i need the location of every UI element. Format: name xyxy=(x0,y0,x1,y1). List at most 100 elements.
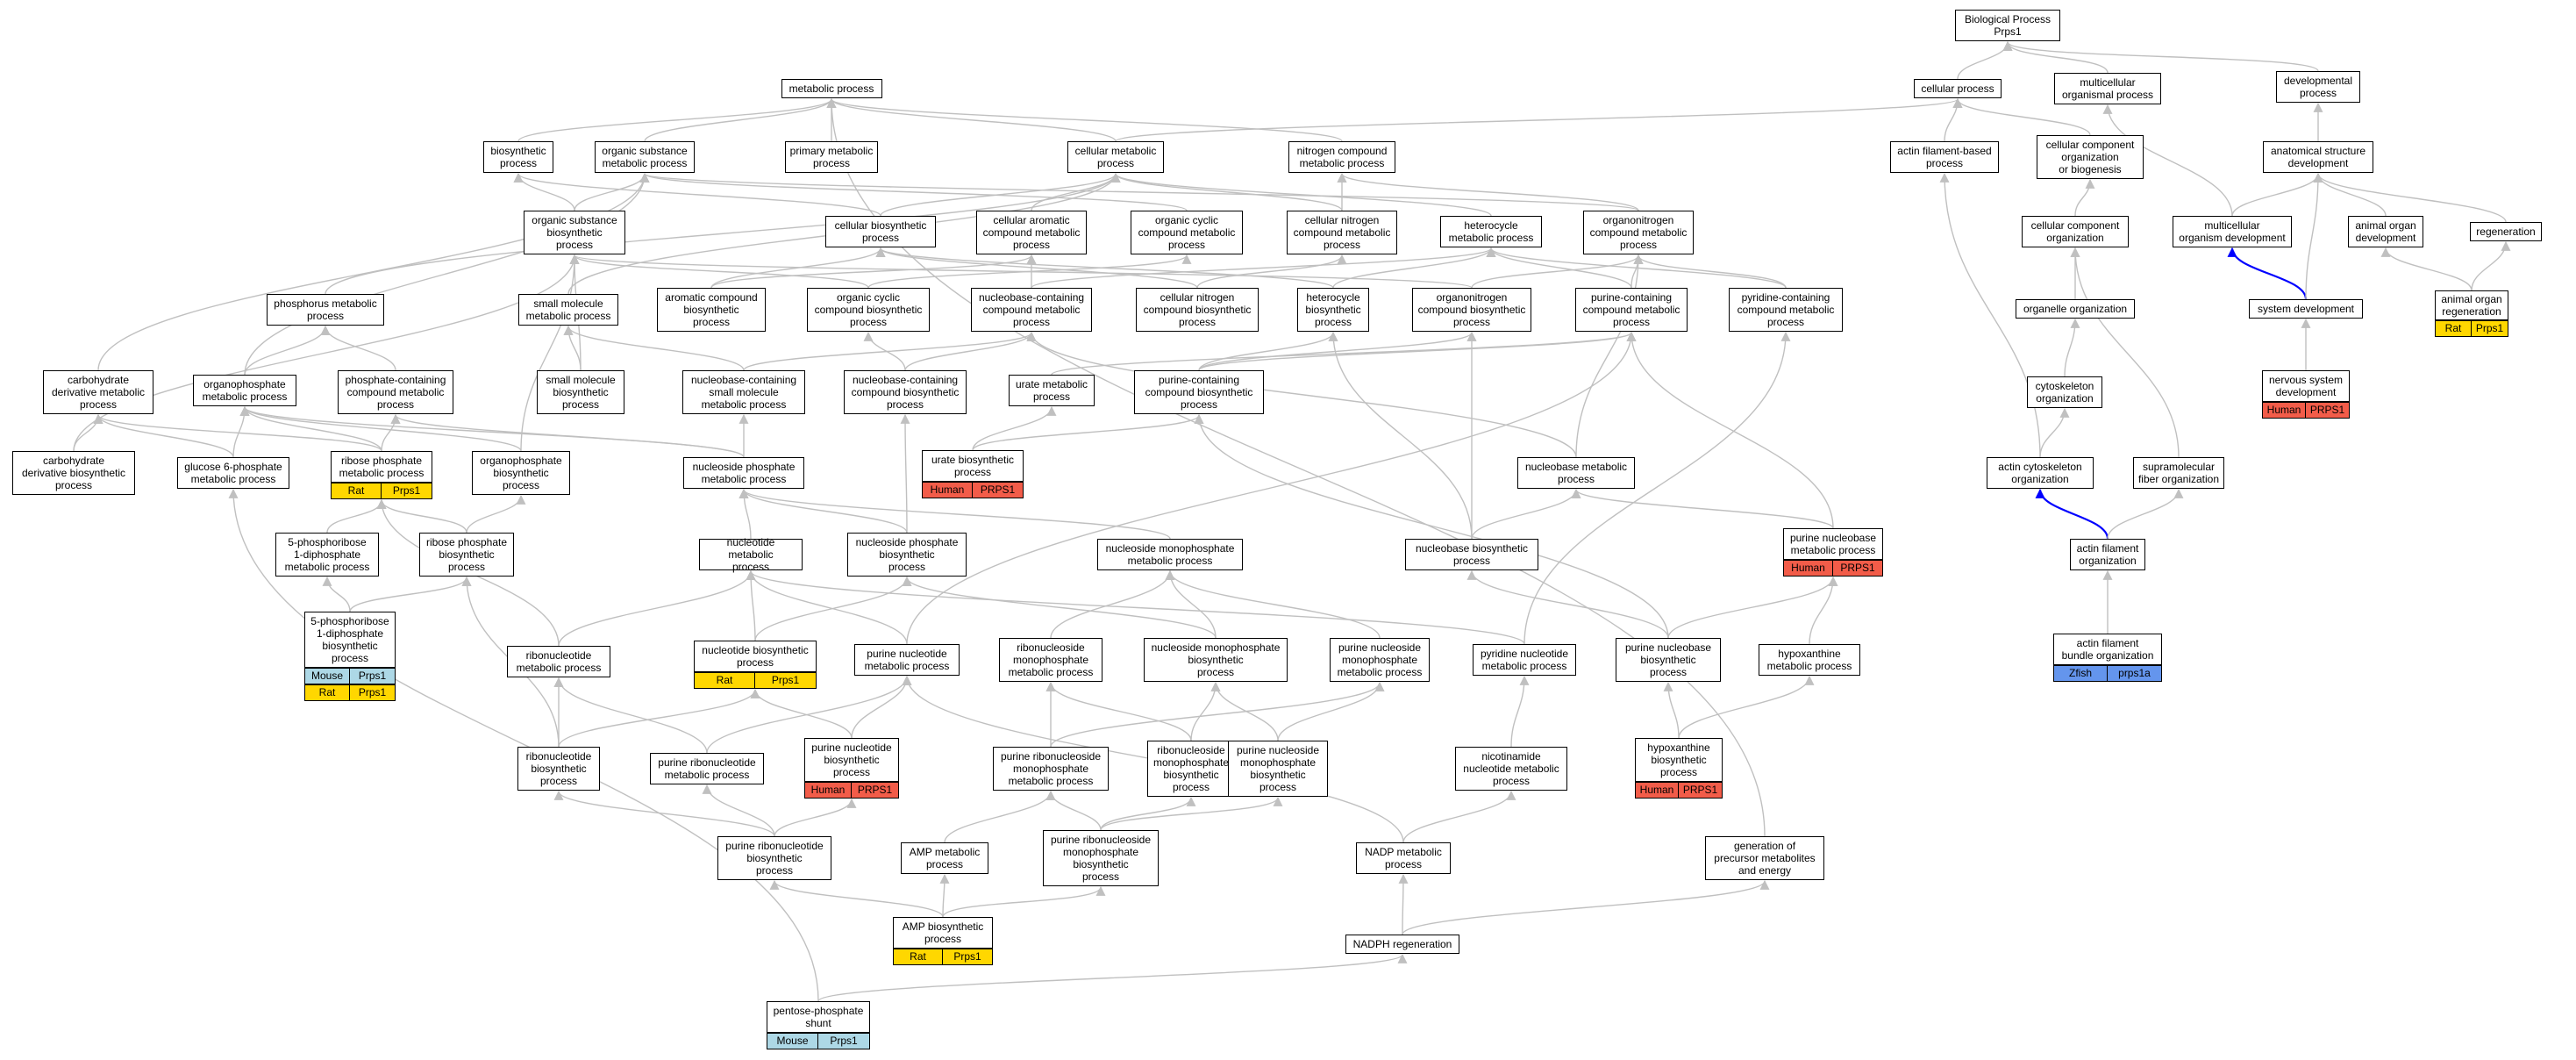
go-term-oo[interactable]: organelle organization xyxy=(2016,299,2135,319)
go-term-label-line: monophosphate xyxy=(1239,756,1317,769)
edge-nadphr-to-gpme xyxy=(1402,879,1770,935)
go-term-sysd[interactable]: system development xyxy=(2249,299,2363,319)
go-term-label-line: AMP metabolic xyxy=(909,846,981,858)
edge-nsmpbp-to-nsmpmp xyxy=(1165,569,1217,639)
go-term-label-line: regeneration xyxy=(2476,226,2536,238)
go-term-regen[interactable]: regeneration xyxy=(2470,222,2542,241)
go-term-label-line: organic substance xyxy=(532,214,617,226)
go-term-label-line: compound metabolic xyxy=(1293,226,1391,239)
go-term-mp[interactable]: metabolic process xyxy=(781,79,882,98)
go-term-nadphr[interactable]: NADPH regeneration xyxy=(1345,935,1459,954)
go-term-cp[interactable]: cellular process xyxy=(1914,79,2002,98)
go-term-label-line: ribonucleotide xyxy=(525,649,592,662)
